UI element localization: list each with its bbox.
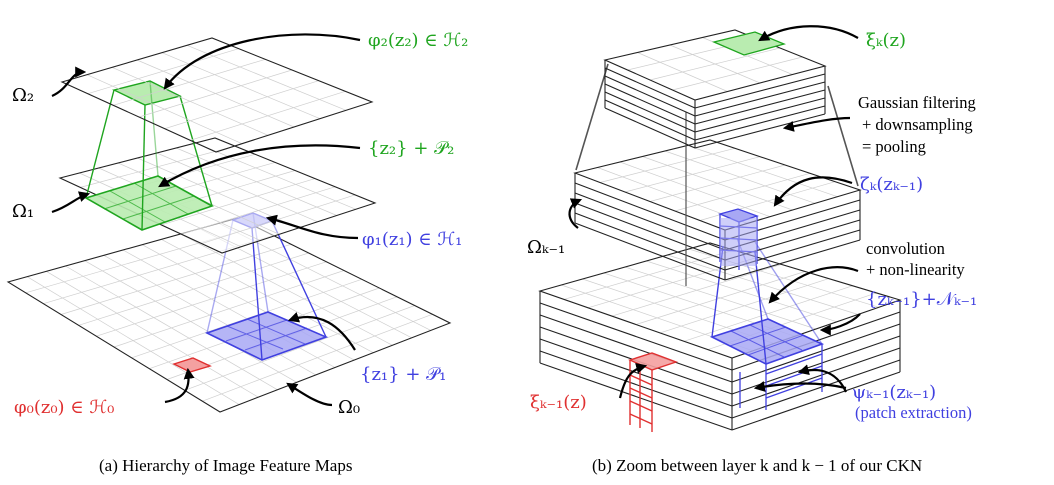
- caption-a: (a) Hierarchy of Image Feature Maps: [99, 456, 352, 475]
- grid-line: [611, 264, 782, 317]
- stack-layer-edge: [539, 362, 733, 431]
- stack-layer-edge: [731, 323, 901, 383]
- stack-layer-edge: [574, 192, 726, 251]
- grid-line: [659, 278, 829, 334]
- label-phi0: φ₀(z₀) ∈ ℋ₀: [14, 397, 114, 418]
- stack-layer-edge: [694, 73, 826, 109]
- label-conv-1: convolution: [866, 239, 945, 258]
- grid-line: [649, 47, 781, 81]
- pooling-frame: [575, 63, 859, 286]
- stack-layer-edge: [604, 83, 696, 125]
- label-omegak1: Ωₖ₋₁: [527, 237, 565, 258]
- grid-line: [672, 56, 803, 91]
- stack-layer-edge: [604, 75, 696, 117]
- stack-layer-edge: [539, 302, 733, 371]
- stack-layer-edge: [539, 350, 733, 419]
- stack-layer-edge: [604, 107, 696, 149]
- grid-line: [80, 145, 236, 188]
- grid-line: [190, 90, 346, 141]
- grid-line: [164, 80, 319, 130]
- label-zetak: ζₖ(zₖ₋₁): [860, 174, 923, 195]
- label-xik: ξₖ(z): [866, 30, 906, 51]
- pyramid-phi2: [85, 80, 213, 231]
- stack-layer-edge: [694, 89, 826, 125]
- plane-omega1: [58, 137, 377, 254]
- label-psik1: ψₖ₋₁(zₖ₋₁): [852, 382, 936, 403]
- stack-layer-edge: [724, 239, 861, 281]
- grid-line: [184, 305, 415, 391]
- label-z1p1: {z₁} + 𝒫₁: [360, 364, 446, 385]
- label-z2p2: {z₂} + 𝒫₂: [368, 138, 454, 159]
- grid-line: [181, 186, 336, 235]
- label-gaussian-1: Gaussian filtering: [858, 93, 976, 112]
- label-phi1: φ₁(z₁) ∈ ℋ₁: [362, 229, 462, 250]
- grid-line: [201, 194, 356, 244]
- stack-layer-edge: [539, 314, 733, 383]
- panel-b: ξₖ(z) Gaussian filtering + downsampling …: [527, 25, 977, 432]
- label-gaussian-3: = pooling: [862, 137, 926, 156]
- grid-line: [96, 261, 327, 337]
- grid-line: [599, 147, 736, 183]
- stack-layer-edge: [574, 182, 726, 241]
- zetak-column: [718, 208, 759, 270]
- zk1nk1-region: [709, 318, 825, 410]
- grid-line: [649, 164, 786, 202]
- stack-layer-edge: [574, 202, 726, 261]
- label-omega1: Ω₁: [12, 201, 34, 222]
- label-omega0: Ω₀: [338, 397, 360, 418]
- stack-layer-edge: [731, 371, 901, 431]
- grid-line: [202, 313, 433, 402]
- label-xik1: ξₖ₋₁(z): [530, 392, 587, 413]
- stack-layer-edge: [604, 67, 696, 109]
- grid-line: [138, 69, 293, 118]
- stack-layer-edge: [731, 347, 901, 407]
- label-conv-2: + non-linearity: [866, 260, 965, 279]
- plane-omega2: [60, 37, 374, 153]
- stack-layer-edge: [574, 212, 726, 271]
- grid-line: [78, 252, 309, 326]
- grid-line: [674, 172, 811, 212]
- panel-a: φ₂(z₂) ∈ ℋ₂ Ω₂ {z₂} + 𝒫₂ Ω₁ φ₁(z₁) ∈ ℋ₁ …: [6, 30, 468, 418]
- grid-line: [60, 243, 292, 315]
- stack-layer-edge: [731, 359, 901, 419]
- label-gaussian-2: + downsampling: [862, 115, 973, 134]
- phi0-patch: [172, 357, 212, 373]
- stack-layer-edge: [604, 99, 696, 141]
- label-omega2: Ω₂: [12, 85, 34, 106]
- grid-line: [563, 249, 734, 300]
- stack-layer-edge: [694, 113, 826, 149]
- label-zk1nk1: {zₖ₋₁}+𝒩ₖ₋₁: [866, 289, 977, 310]
- grid-line: [113, 270, 345, 348]
- stack-layer-edge: [694, 97, 826, 133]
- stack-middle: [573, 139, 862, 281]
- label-phi2: φ₂(z₂) ∈ ℋ₂: [368, 30, 468, 51]
- pyramid-phi1: [204, 212, 329, 361]
- caption-b: (b) Zoom between layer k and k − 1 of ou…: [592, 456, 922, 475]
- stack-layer-edge: [694, 81, 826, 117]
- grid-line: [87, 48, 239, 95]
- grid-line: [161, 178, 316, 226]
- stack-bottom: [538, 242, 902, 432]
- stack-layer-edge: [604, 91, 696, 133]
- grid-line: [635, 271, 806, 325]
- grid-line: [624, 156, 761, 193]
- xik1-column: [628, 352, 679, 432]
- stack-layer-edge: [574, 222, 726, 281]
- stack-top: [603, 29, 827, 149]
- stack-layer-edge: [694, 105, 826, 141]
- callouts-b: [568, 25, 861, 399]
- label-patch: (patch extraction): [855, 403, 972, 422]
- grid-line: [113, 58, 266, 106]
- callouts-a: [51, 33, 361, 407]
